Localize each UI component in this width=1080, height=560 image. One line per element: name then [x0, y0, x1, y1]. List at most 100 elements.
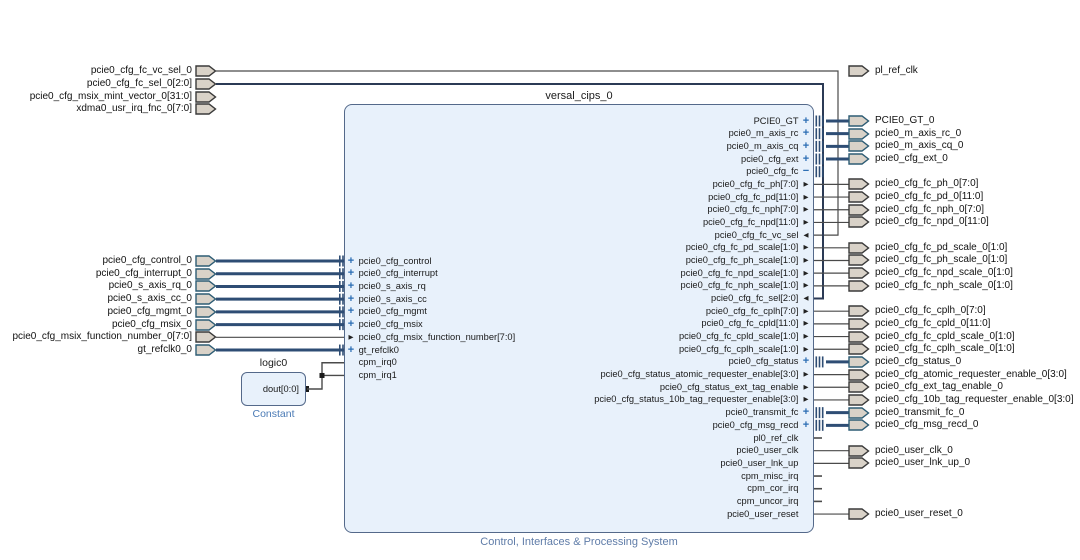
port-pcie0_cfg_atomic_requester_enable_0[3:0][interactable]: pcie0_cfg_atomic_requester_enable_0[3:0]	[848, 369, 1067, 381]
port-pcie0_cfg_fc_cplh_0[7:0][interactable]: pcie0_cfg_fc_cplh_0[7:0]	[848, 305, 986, 317]
port-pcie0_cfg_interrupt_0[interactable]: pcie0_cfg_interrupt_0	[96, 268, 217, 280]
port-PCIE0_GT_0[interactable]: PCIE0_GT_0	[848, 115, 934, 127]
port-pl_ref_clk[interactable]: pl_ref_clk	[848, 65, 918, 77]
port-pcie0_cfg_msix_0[interactable]: pcie0_cfg_msix_0	[112, 319, 217, 331]
port-xdma0_usr_irq_fnc_0[7:0][interactable]: xdma0_usr_irq_fnc_0[7:0]	[76, 103, 217, 115]
pin-cpm_uncor_irq[interactable]: cpm_uncor_irq	[737, 496, 811, 507]
port-pcie0_cfg_fc_npd_scale_0[1:0][interactable]: pcie0_cfg_fc_npd_scale_0[1:0]	[848, 267, 1013, 279]
pin-PCIE0_GT[interactable]: PCIE0_GT +	[754, 114, 811, 127]
pin-pcie0_m_axis_rc[interactable]: pcie0_m_axis_rc +	[729, 128, 811, 139]
port-pcie0_cfg_control_0[interactable]: pcie0_cfg_control_0	[102, 255, 217, 267]
pin-pcie0_cfg_fc_cpld[11:0][interactable]: pcie0_cfg_fc_cpld[11:0] ▶	[701, 318, 811, 329]
port-gt_refclk0_0[interactable]: gt_refclk0_0	[138, 344, 217, 356]
expand-plus-icon[interactable]: +	[347, 254, 355, 267]
port-pcie0_cfg_fc_cplh_scale_0[1:0][interactable]: pcie0_cfg_fc_cplh_scale_0[1:0]	[848, 343, 1015, 355]
pin-pcie0_m_axis_cq[interactable]: pcie0_m_axis_cq +	[726, 139, 811, 152]
pin-pcie0_cfg_fc_ph[7:0][interactable]: pcie0_cfg_fc_ph[7:0] ▶	[713, 179, 811, 190]
pin-pcie0_cfg_status_atomic_requester_enable[3:0][interactable]: pcie0_cfg_status_atomic_requester_enable…	[600, 369, 811, 380]
port-pcie0_cfg_mgmt_0[interactable]: pcie0_cfg_mgmt_0	[108, 306, 217, 318]
pin-label: pcie0_m_axis_cq	[726, 140, 799, 151]
expand-plus-icon[interactable]: +	[347, 267, 355, 280]
pin-pcie0_cfg_msg_recd[interactable]: pcie0_cfg_msg_recd +	[713, 418, 811, 431]
port-pcie0_cfg_fc_pd_scale_0[1:0][interactable]: pcie0_cfg_fc_pd_scale_0[1:0]	[848, 242, 1007, 254]
port-pcie0_cfg_fc_nph_0[7:0][interactable]: pcie0_cfg_fc_nph_0[7:0]	[848, 204, 984, 216]
collapse-minus-icon[interactable]: −	[802, 165, 810, 178]
port-pcie0_cfg_status_0[interactable]: pcie0_cfg_status_0	[848, 356, 961, 368]
pin-pcie0_cfg_status[interactable]: pcie0_cfg_status +	[729, 356, 811, 367]
pin-pcie0_cfg_fc[interactable]: pcie0_cfg_fc −	[746, 166, 811, 177]
expand-plus-icon[interactable]: +	[802, 114, 810, 127]
pin-pcie0_cfg_mgmt[interactable]: + pcie0_cfg_mgmt	[346, 306, 427, 317]
expand-plus-icon[interactable]: +	[347, 343, 355, 356]
pin-pcie0_cfg_status_10b_tag_requester_enable[3:0][interactable]: pcie0_cfg_status_10b_tag_requester_enabl…	[594, 394, 811, 405]
port-pcie0_cfg_ext_tag_enable_0[interactable]: pcie0_cfg_ext_tag_enable_0	[848, 381, 1003, 393]
pin-pcie0_cfg_msix_function_number[7:0][interactable]: ▶ pcie0_cfg_msix_function_number[7:0]	[346, 332, 516, 343]
port-pcie0_s_axis_rq_0[interactable]: pcie0_s_axis_rq_0	[109, 280, 217, 293]
port-pcie0_cfg_fc_sel_0[2:0][interactable]: pcie0_cfg_fc_sel_0[2:0]	[87, 78, 217, 90]
port-pcie0_cfg_msg_recd_0[interactable]: pcie0_cfg_msg_recd_0	[848, 419, 978, 432]
expand-plus-icon[interactable]: +	[802, 406, 810, 419]
port-pcie0_user_reset_0[interactable]: pcie0_user_reset_0	[848, 508, 963, 520]
expand-plus-icon[interactable]: +	[347, 305, 355, 318]
port-pcie0_cfg_fc_cpld_0[11:0][interactable]: pcie0_cfg_fc_cpld_0[11:0]	[848, 318, 990, 330]
expand-plus-icon[interactable]: +	[802, 127, 810, 140]
port-pcie0_transmit_fc_0[interactable]: pcie0_transmit_fc_0	[848, 407, 965, 419]
pin-pcie0_cfg_msix[interactable]: + pcie0_cfg_msix	[346, 319, 423, 330]
versal-cips-block[interactable]	[344, 104, 814, 533]
port-pcie0_cfg_fc_npd_0[11:0][interactable]: pcie0_cfg_fc_npd_0[11:0]	[848, 216, 989, 229]
port-pcie0_cfg_fc_cpld_scale_0[1:0][interactable]: pcie0_cfg_fc_cpld_scale_0[1:0]	[848, 331, 1015, 343]
pin-pcie0_cfg_fc_pd_scale[1:0][interactable]: pcie0_cfg_fc_pd_scale[1:0] ▶	[686, 242, 811, 253]
pin-pcie0_user_clk[interactable]: pcie0_user_clk	[736, 445, 811, 456]
pin-gt_refclk0[interactable]: + gt_refclk0	[346, 343, 399, 356]
port-pcie0_cfg_msix_function_number_0[7:0][interactable]: pcie0_cfg_msix_function_number_0[7:0]	[12, 331, 217, 344]
port-pcie0_s_axis_cc_0[interactable]: pcie0_s_axis_cc_0	[108, 293, 217, 305]
constant-block[interactable]	[241, 372, 306, 406]
expand-plus-icon[interactable]: +	[802, 418, 810, 431]
port-pcie0_cfg_ext_0[interactable]: pcie0_cfg_ext_0	[848, 153, 948, 165]
pin-pcie0_cfg_ext[interactable]: pcie0_cfg_ext +	[741, 152, 811, 165]
pin-pcie0_cfg_fc_vc_sel[interactable]: pcie0_cfg_fc_vc_sel ◀	[715, 230, 811, 241]
constant-dout-pin[interactable]: dout[0:0]	[262, 384, 299, 394]
port-pcie0_cfg_msix_mint_vector_0[31:0][interactable]: pcie0_cfg_msix_mint_vector_0[31:0]	[30, 91, 217, 103]
pin-pcie0_cfg_interrupt[interactable]: + pcie0_cfg_interrupt	[346, 268, 438, 279]
pin-pcie0_cfg_fc_cplh[7:0][interactable]: pcie0_cfg_fc_cplh[7:0] ▶	[706, 306, 811, 317]
port-pcie0_m_axis_cq_0[interactable]: pcie0_m_axis_cq_0	[848, 140, 963, 153]
pin-pcie0_transmit_fc[interactable]: pcie0_transmit_fc +	[726, 407, 811, 418]
pin-pcie0_cfg_fc_pd[11:0][interactable]: pcie0_cfg_fc_pd[11:0] ▶	[708, 192, 811, 203]
pin-pcie0_cfg_fc_nph_scale[1:0][interactable]: pcie0_cfg_fc_nph_scale[1:0] ▶	[681, 280, 811, 291]
port-pcie0_m_axis_rc_0[interactable]: pcie0_m_axis_rc_0	[848, 128, 961, 140]
port-pcie0_user_lnk_up_0[interactable]: pcie0_user_lnk_up_0	[848, 457, 970, 470]
expand-plus-icon[interactable]: +	[347, 279, 355, 292]
pin-pl0_ref_clk[interactable]: pl0_ref_clk	[753, 433, 811, 444]
pin-pcie0_s_axis_cc[interactable]: + pcie0_s_axis_cc	[346, 292, 427, 305]
pin-pcie0_cfg_status_ext_tag_enable[interactable]: pcie0_cfg_status_ext_tag_enable ▶	[660, 382, 811, 393]
pin-pcie0_cfg_fc_npd_scale[1:0][interactable]: pcie0_cfg_fc_npd_scale[1:0] ▶	[681, 268, 811, 279]
pin-pcie0_s_axis_rq[interactable]: + pcie0_s_axis_rq	[346, 279, 426, 292]
pin-pcie0_cfg_fc_cpld_scale[1:0][interactable]: pcie0_cfg_fc_cpld_scale[1:0] ▶	[679, 331, 811, 342]
port-pcie0_cfg_fc_vc_sel_0[interactable]: pcie0_cfg_fc_vc_sel_0	[91, 65, 217, 77]
expand-plus-icon[interactable]: +	[347, 292, 355, 305]
pin-pcie0_cfg_fc_ph_scale[1:0][interactable]: pcie0_cfg_fc_ph_scale[1:0] ▶	[686, 255, 811, 266]
expand-plus-icon[interactable]: +	[802, 152, 810, 165]
pin-cpm_misc_irq[interactable]: cpm_misc_irq	[741, 471, 811, 482]
pin-cpm_irq0[interactable]: cpm_irq0	[346, 357, 397, 368]
port-pcie0_cfg_10b_tag_requester_enable_0[3:0][interactable]: pcie0_cfg_10b_tag_requester_enable_0[3:0…	[848, 394, 1074, 406]
pin-pcie0_user_lnk_up[interactable]: pcie0_user_lnk_up	[720, 458, 811, 469]
pin-pcie0_cfg_control[interactable]: + pcie0_cfg_control	[346, 254, 432, 267]
pin-pcie0_cfg_fc_sel[2:0][interactable]: pcie0_cfg_fc_sel[2:0] ◀	[711, 293, 811, 304]
pin-pcie0_cfg_fc_cplh_scale[1:0][interactable]: pcie0_cfg_fc_cplh_scale[1:0] ▶	[679, 344, 811, 355]
pin-cpm_cor_irq[interactable]: cpm_cor_irq	[747, 483, 811, 494]
expand-plus-icon[interactable]: +	[802, 139, 810, 152]
expand-plus-icon[interactable]: +	[347, 318, 355, 331]
pin-pcie0_user_reset[interactable]: pcie0_user_reset	[727, 509, 811, 520]
port-pcie0_cfg_fc_pd_0[11:0][interactable]: pcie0_cfg_fc_pd_0[11:0]	[848, 191, 983, 203]
port-pcie0_user_clk_0[interactable]: pcie0_user_clk_0	[848, 445, 953, 457]
pin-pcie0_cfg_fc_npd[11:0][interactable]: pcie0_cfg_fc_npd[11:0] ▶	[703, 217, 811, 228]
port-pcie0_cfg_fc_nph_scale_0[1:0][interactable]: pcie0_cfg_fc_nph_scale_0[1:0]	[848, 280, 1013, 292]
expand-plus-icon[interactable]: +	[802, 355, 810, 368]
pin-cpm_irq1[interactable]: cpm_irq1	[346, 370, 397, 381]
port-pcie0_cfg_fc_ph_0[7:0][interactable]: pcie0_cfg_fc_ph_0[7:0]	[848, 178, 978, 191]
port-pcie0_cfg_fc_ph_scale_0[1:0][interactable]: pcie0_cfg_fc_ph_scale_0[1:0]	[848, 254, 1007, 267]
pin-pcie0_cfg_fc_nph[7:0][interactable]: pcie0_cfg_fc_nph[7:0] ▶	[707, 204, 811, 215]
